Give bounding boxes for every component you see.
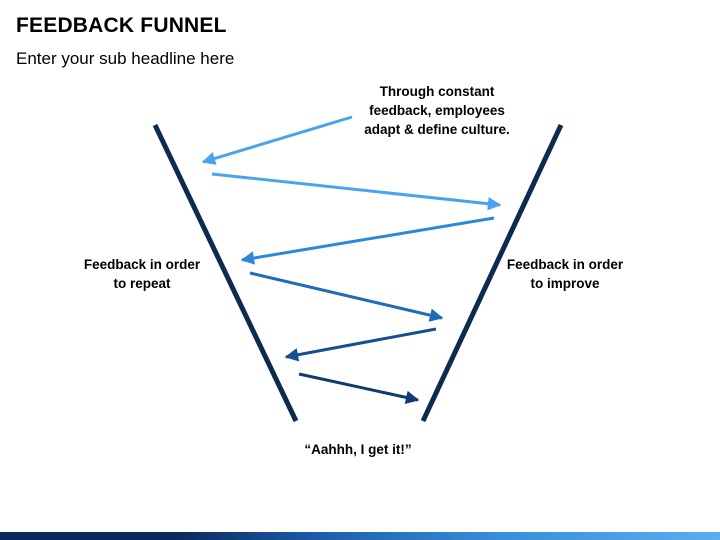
label-bottom-outcome: “Aahhh, I get it!” xyxy=(304,442,412,457)
feedback-arrow-4 xyxy=(249,271,444,322)
footer-gradient-bar xyxy=(0,532,720,540)
page-title: FEEDBACK FUNNEL xyxy=(16,14,227,37)
funnel-right-wall xyxy=(420,123,564,423)
feedback-arrow-5 xyxy=(284,327,437,362)
feedback-arrow-2 xyxy=(211,172,502,211)
page-subtitle: Enter your sub headline here xyxy=(16,49,235,68)
label-right-improve: Feedback in order to improve xyxy=(506,257,624,291)
funnel-left-wall xyxy=(152,123,299,423)
feedback-arrow-6 xyxy=(298,372,420,405)
feedback-arrow-3 xyxy=(240,216,495,265)
feedback-arrow-1 xyxy=(201,115,353,165)
label-top-culture: Through constant feedback, employees ada… xyxy=(364,84,510,137)
label-left-repeat: Feedback in order to repeat xyxy=(83,257,201,291)
